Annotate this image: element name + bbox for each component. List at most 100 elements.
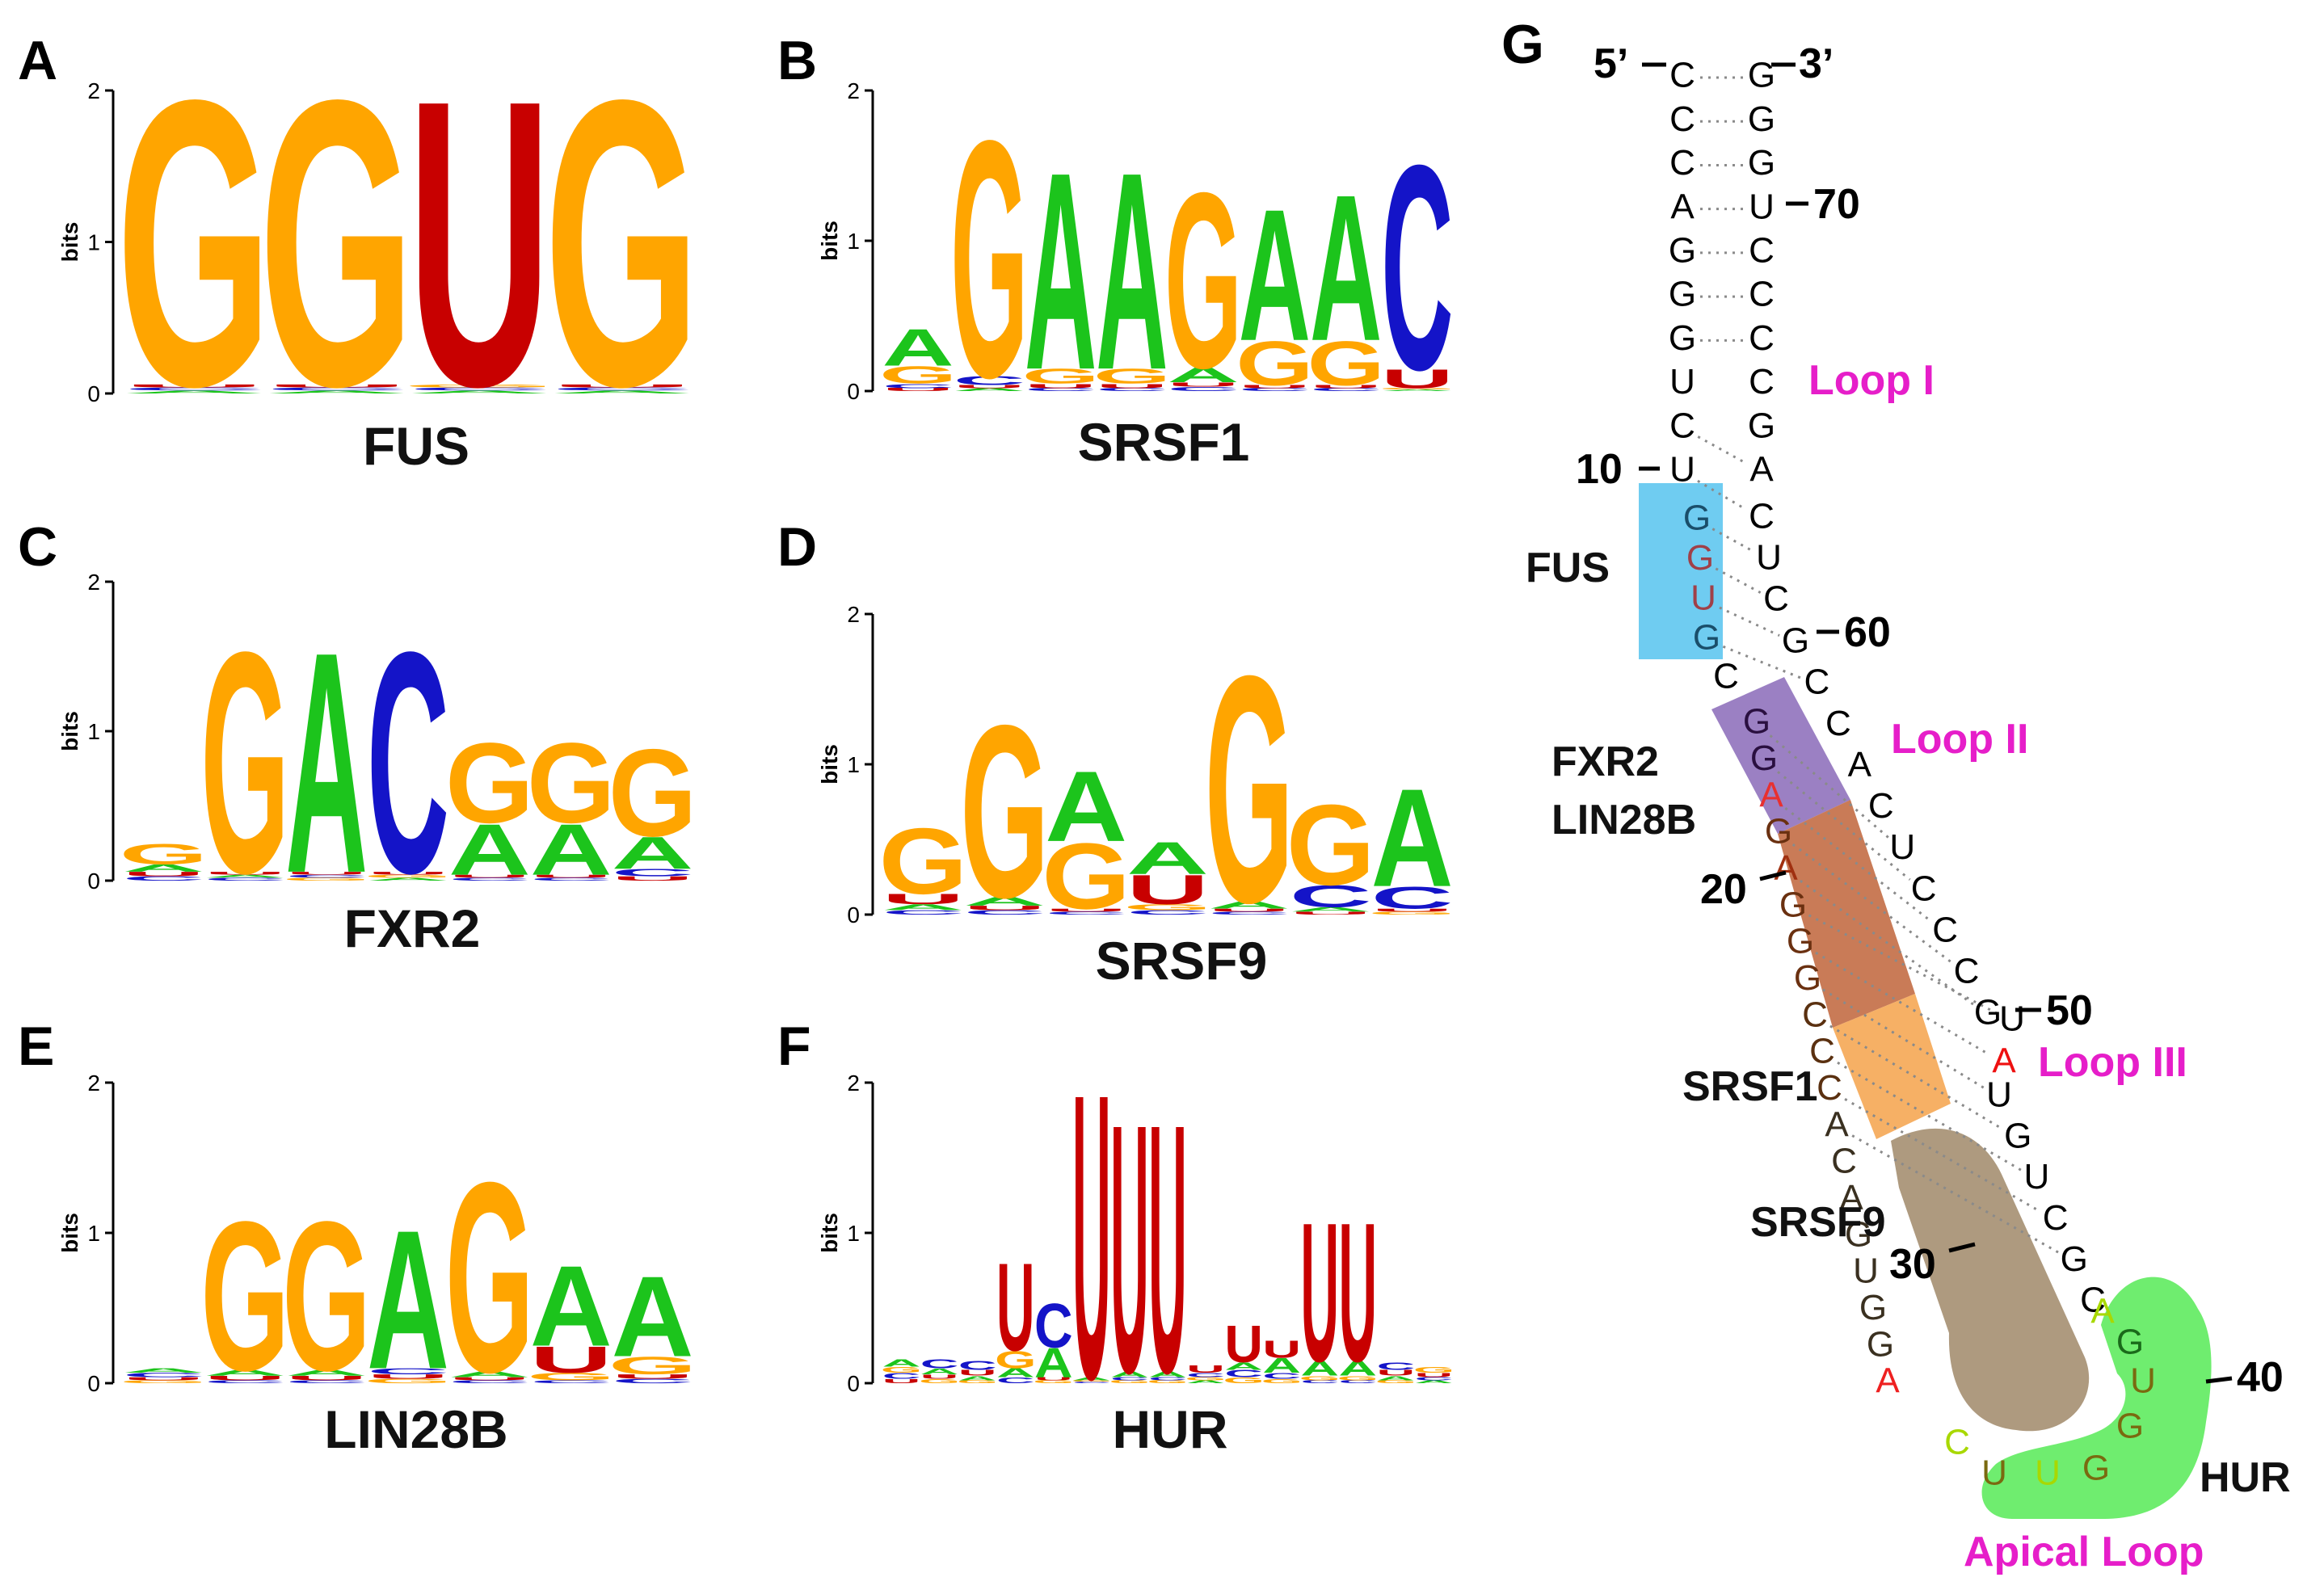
nucleotide-9: C <box>1669 406 1695 445</box>
logo-letter-c: C <box>1045 911 1127 915</box>
nucleotide-60: G <box>1782 621 1809 661</box>
logo-letter-a: A <box>954 387 1025 392</box>
logo-letter-a: A <box>996 1366 1035 1380</box>
logo-letter-c: C <box>954 373 1025 387</box>
logo-letter-c: C <box>1415 1377 1454 1382</box>
logo-letter-c: C <box>963 909 1046 916</box>
y-tick-label: 2 <box>87 570 100 595</box>
base-pair-line <box>1837 1061 2023 1171</box>
nucleotide-5: G <box>1669 231 1696 271</box>
logo-letter-g: G <box>282 1177 371 1415</box>
logo-letter-u: U <box>612 1373 694 1380</box>
logo-letter-c: C <box>1290 879 1372 914</box>
logo-letter-a: A <box>367 877 449 881</box>
logo-letter-c: C <box>1025 387 1097 392</box>
logo-letter-u: U <box>1300 1182 1339 1404</box>
logo-letter-u: U <box>1034 1377 1073 1382</box>
y-axis-title: bits <box>817 1213 842 1253</box>
loop-ii-label: Loop II <box>1891 716 2028 763</box>
logo-letter-u: U <box>1310 385 1382 389</box>
logo-letter-a: A <box>1110 1369 1149 1379</box>
y-tick-label: 0 <box>847 902 860 928</box>
logo-letter-g: G <box>1223 1376 1265 1386</box>
nucleotide-27: A <box>1825 1104 1849 1144</box>
logo-letter-u: U <box>1371 908 1454 913</box>
nucleotide-52: C <box>1954 952 1980 991</box>
logo-letter-g: G <box>1261 1378 1303 1385</box>
y-tick-label: 2 <box>87 1071 100 1096</box>
pos-60-label: 60 <box>1844 609 1891 656</box>
pos-50-label: 50 <box>2046 987 2093 1034</box>
logo-name-fxr2: FXR2 <box>344 898 481 958</box>
logo-letter-a: A <box>530 1243 613 1370</box>
nucleotide-54: C <box>1911 869 1937 908</box>
nucleotide-6: G <box>1669 275 1696 314</box>
logo-letter-u: U <box>122 1377 204 1382</box>
nucleotide-10: U <box>1669 450 1695 490</box>
pos-30-label: 30 <box>1889 1241 1936 1288</box>
logo-letter-u: U <box>285 1374 368 1382</box>
logo-letter-u: U <box>448 1377 531 1382</box>
logo-letter-g: G <box>116 16 272 472</box>
logo-letter-g: G <box>527 719 616 847</box>
logo-letter-u: U <box>1381 364 1453 393</box>
pos-10-label: 10 <box>1576 446 1623 493</box>
logo-letter-a: A <box>1239 170 1311 381</box>
logo-letter-u: U <box>122 871 204 878</box>
logo-letter-a: A <box>963 894 1046 908</box>
logo-letter-a: A <box>265 389 409 394</box>
logo-letter-a: A <box>1262 1354 1301 1378</box>
logo-letter-c: C <box>1381 105 1453 431</box>
logo-letter-a: A <box>920 1366 959 1376</box>
logo-letter-a: A <box>122 389 266 394</box>
logo-letter-u: U <box>1025 382 1097 389</box>
nucleotide-66: C <box>1749 362 1775 402</box>
logo-letter-c: C <box>204 877 286 881</box>
pos-20-label: 20 <box>1700 866 1747 913</box>
nucleotide-50: U <box>1999 999 2025 1039</box>
logo-letter-g: G <box>1109 1379 1150 1384</box>
logo-letter-c: C <box>1168 385 1240 393</box>
y-tick-label: 0 <box>87 1371 100 1396</box>
logo-letter-u: U <box>550 384 694 389</box>
logo-letter-a: A <box>1290 906 1372 913</box>
fus-site-box <box>1639 483 1723 659</box>
base-pair-line <box>1722 645 1801 679</box>
logo-letter-u: U <box>1262 1335 1301 1363</box>
logo-letter-u: U <box>1239 385 1311 389</box>
logo-letter-u: U <box>407 16 551 472</box>
y-tick-label: 1 <box>87 230 100 255</box>
logo-letter-g: G <box>1185 1377 1226 1382</box>
y-tick-label: 1 <box>87 1221 100 1246</box>
base-pair-line <box>1715 567 1762 594</box>
logo-letter-g: G <box>1164 141 1242 421</box>
logo-letter-u: U <box>204 871 286 876</box>
nucleotide-29: A <box>1839 1178 1863 1218</box>
logo-letter-g: G <box>1236 329 1313 398</box>
logo-letter-c: C <box>920 1357 959 1371</box>
nucleotide-11: G <box>1683 498 1711 538</box>
logo-letter-u: U <box>530 1339 613 1381</box>
y-tick-label: 2 <box>87 78 100 103</box>
logo-letter-u: U <box>882 387 954 392</box>
logo-letter-g: G <box>608 724 697 863</box>
nucleotide-46: U <box>2024 1157 2050 1197</box>
logo-letter-u: U <box>265 384 409 389</box>
logo-letter-u: U <box>1415 1372 1454 1379</box>
panel-label-e: E <box>18 1016 54 1077</box>
logo-letter-g: G <box>1022 364 1100 388</box>
logo-letter-a: A <box>612 1253 694 1381</box>
logo-letter-c: C <box>265 387 409 392</box>
logo-letter-c: C <box>1300 1379 1339 1384</box>
logo-letter-c: C <box>1371 880 1454 915</box>
nucleotide-68: C <box>1749 275 1775 314</box>
logo-letter-u: U <box>1045 908 1127 913</box>
logo-letter-c: C <box>1239 387 1311 392</box>
logo-letter-c: C <box>285 874 368 879</box>
logo-letter-g: G <box>879 810 968 914</box>
logo-letter-a: A <box>550 389 694 394</box>
nucleotide-65: G <box>1748 406 1775 445</box>
logo-letter-g: G <box>282 877 371 881</box>
